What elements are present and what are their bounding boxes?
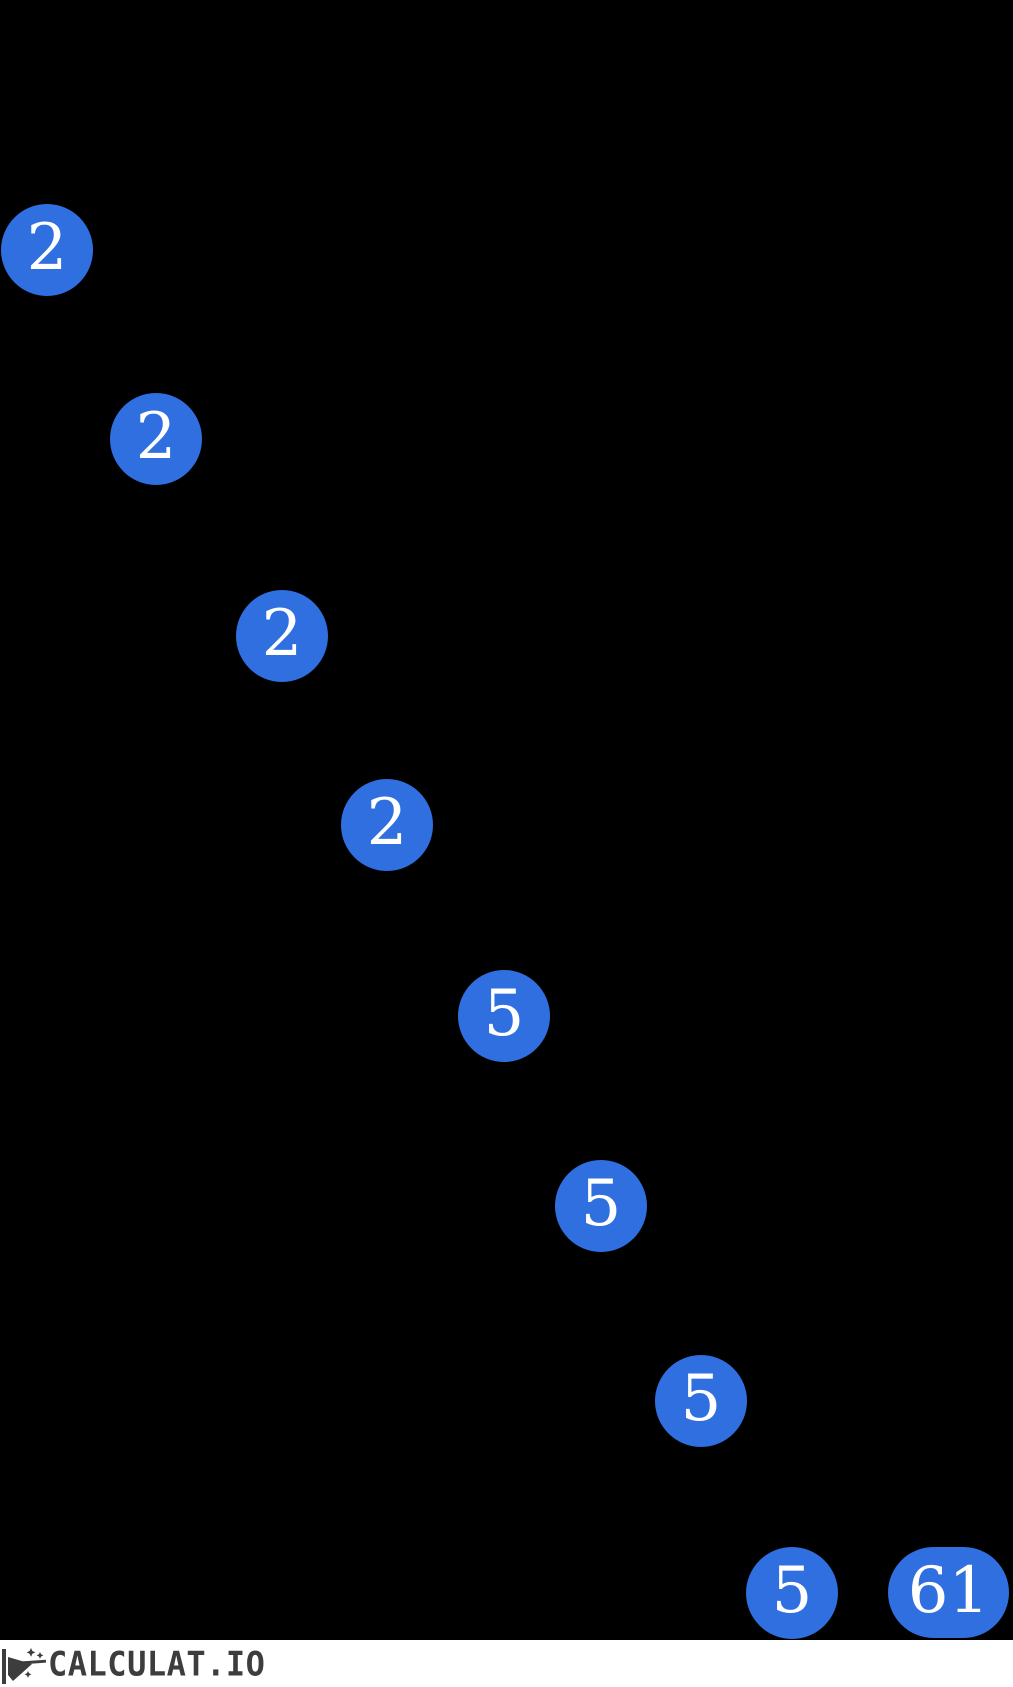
factor-node: 5: [555, 1160, 647, 1252]
factor-node: 61: [888, 1547, 1009, 1638]
factor-node-value: 2: [135, 400, 177, 474]
factor-node: 5: [655, 1355, 747, 1447]
factor-node-value: 2: [26, 211, 68, 285]
factor-node-value: 5: [483, 977, 525, 1051]
factor-node: 2: [236, 590, 328, 682]
factor-node-value: 5: [771, 1554, 813, 1628]
factor-node-value: 5: [580, 1167, 622, 1241]
factor-node: 2: [341, 779, 433, 871]
origami-rocket-icon: [2, 1648, 47, 1684]
calculatio-watermark: CALCULAT.IO: [2, 1643, 265, 1685]
watermark-text: CALCULAT.IO: [48, 1644, 266, 1684]
factor-node-value: 2: [366, 786, 408, 860]
footer-strip: CALCULAT.IO: [0, 1640, 1013, 1687]
factor-node-value: 61: [907, 1553, 990, 1628]
factor-node-value: 5: [680, 1362, 722, 1436]
factor-node: 2: [1, 204, 93, 296]
factor-node: 5: [458, 970, 550, 1062]
factor-node: 2: [110, 393, 202, 485]
factor-node-value: 2: [261, 597, 303, 671]
factor-node: 5: [746, 1547, 838, 1639]
